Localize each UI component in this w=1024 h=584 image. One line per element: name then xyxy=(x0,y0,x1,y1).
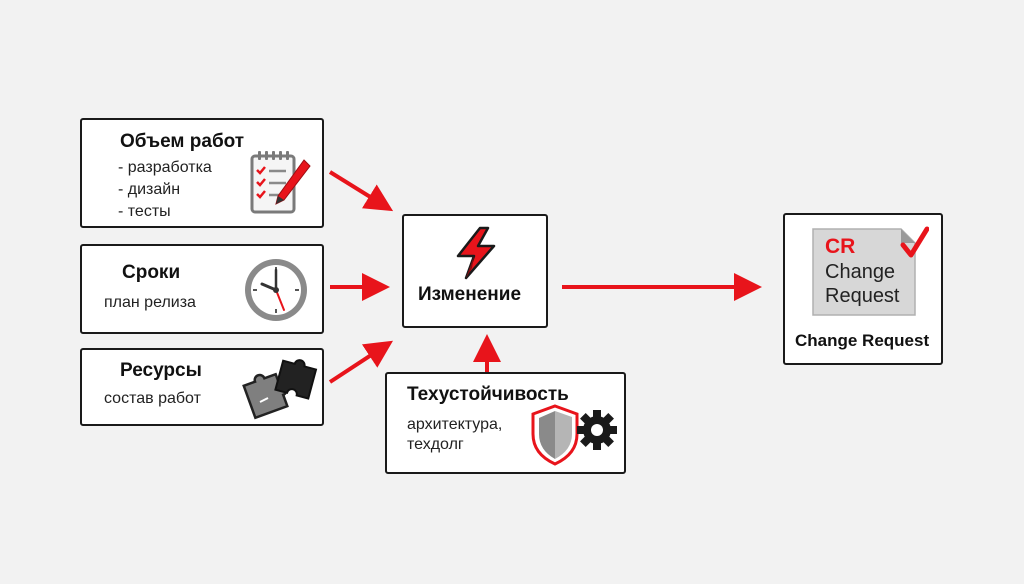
scope-box: Объем работ - разработка - дизайн - тест… xyxy=(80,118,324,228)
cr-icon-label: Change xyxy=(825,261,896,283)
timeline-box: Сроки план релиза xyxy=(80,244,324,334)
tech-box: Техустойчивость архитектура, техдолг xyxy=(385,372,626,474)
tech-title: Техустойчивость xyxy=(407,384,569,405)
cr-title: Change Request xyxy=(795,331,930,350)
cr-box: CR Change Request Change Request xyxy=(783,213,943,365)
tech-subtitle-line: техдолг xyxy=(407,436,464,453)
change-title: Изменение xyxy=(418,284,522,305)
arrow-resources-to-change xyxy=(328,340,394,384)
resources-title: Ресурсы xyxy=(120,360,202,381)
cr-icon-label: Request xyxy=(825,285,900,307)
resources-subtitle: состав работ xyxy=(104,390,201,407)
scope-title: Объем работ xyxy=(120,131,245,152)
scope-item: - разработка xyxy=(118,159,212,176)
clock-icon xyxy=(245,259,307,321)
puzzle-pieces-icon xyxy=(242,359,318,420)
lightning-icon xyxy=(456,226,496,280)
timeline-subtitle: план релиза xyxy=(104,294,196,311)
shield-gear-icon xyxy=(531,404,617,466)
cr-document-icon xyxy=(812,226,929,316)
timeline-title: Сроки xyxy=(122,262,181,283)
arrow-scope-to-change xyxy=(328,170,394,212)
change-box: Изменение xyxy=(402,214,548,328)
scope-item: - тесты xyxy=(118,203,171,220)
resources-box: Ресурсы состав работ xyxy=(80,348,324,426)
tech-subtitle-line: архитектура, xyxy=(407,416,503,433)
checklist-pen-icon xyxy=(250,151,311,214)
cr-icon-label: CR xyxy=(825,235,856,258)
scope-item: - дизайн xyxy=(118,181,181,198)
